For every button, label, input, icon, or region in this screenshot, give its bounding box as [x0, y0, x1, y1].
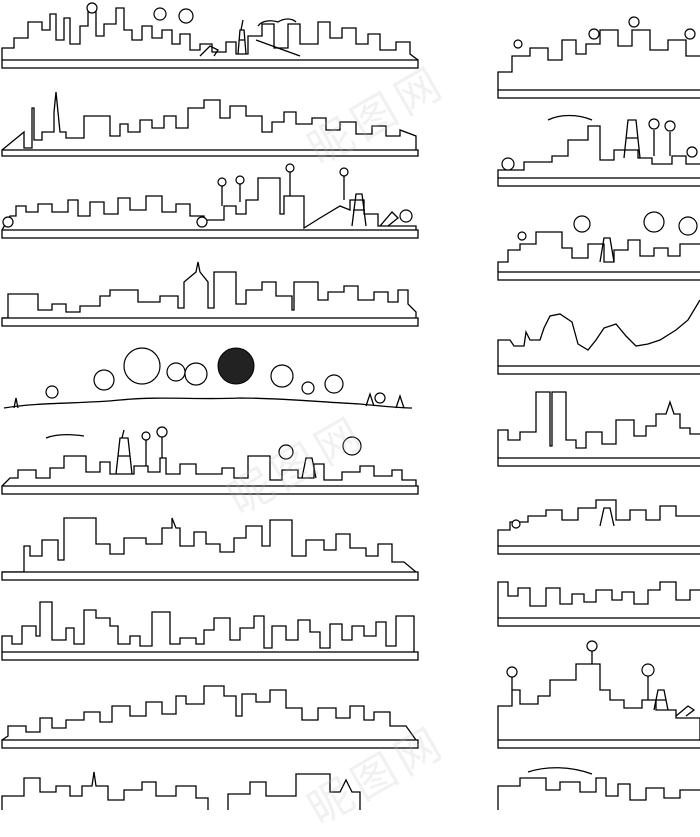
skyline-industrial-3 [1, 426, 419, 495]
skyline-tower [1, 91, 419, 157]
skyline-right-blocks [497, 581, 700, 627]
skyline-right-twin [497, 391, 700, 467]
skyline-right-trees [497, 211, 700, 281]
skyline-spire [1, 261, 419, 327]
skyline-right-hills [497, 299, 700, 375]
skyline-right-factory [497, 114, 700, 187]
skyline-right-factory-2 [497, 640, 700, 749]
skyline-trees [3, 347, 413, 409]
skyline-right-smoke [497, 767, 700, 810]
skyline-church [1, 771, 361, 810]
skyline-city-2 [1, 601, 419, 661]
skyline-right-1 [497, 16, 700, 99]
skyline-city-3 [1, 685, 419, 749]
skyline-industrial-2 [1, 163, 419, 239]
skyline-city-1 [1, 517, 419, 581]
skyline-industrial-1 [1, 2, 419, 69]
skyline-right-industrial [497, 499, 700, 555]
skyline-drawings [1, 2, 700, 810]
